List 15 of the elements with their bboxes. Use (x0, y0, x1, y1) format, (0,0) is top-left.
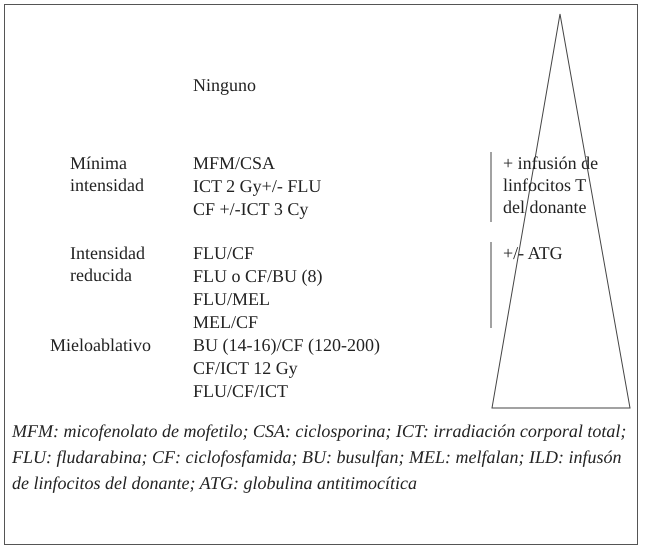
table-text: CF/ICT 12 Gy (193, 357, 298, 379)
table-text: FLU/MEL (193, 288, 270, 310)
table-text: FLU o CF/BU (8) (193, 265, 323, 287)
table-text: MEL/CF (193, 311, 258, 333)
table-text: FLU/CF/ICT (193, 380, 288, 402)
table-text: FLU/CF (193, 242, 254, 264)
table-text: ICT 2 Gy+/- FLU (193, 175, 322, 197)
table-text: Mieloablativo (50, 334, 151, 356)
table-text: Intensidad reducida (70, 242, 146, 286)
table-text: Ninguno (193, 74, 256, 96)
footnote-text: MFM: micofenolato de mofetilo; CSA: ciclosporina; ICT: irradiación corporal total; FLU: fludarabina; CF: ciclofosfamida; BU: busulfan; MEL: melfalan; ILD: infusón de linfocitos del donante; ATG: globulina antitimocítica (12, 420, 627, 495)
table-text: CF +/-ICT 3 Cy (193, 198, 308, 220)
table-text: Mínima intensidad (70, 152, 145, 196)
table-text: MFM/CSA (193, 152, 276, 174)
table-text: BU (14-16)/CF (120-200) (193, 334, 380, 356)
